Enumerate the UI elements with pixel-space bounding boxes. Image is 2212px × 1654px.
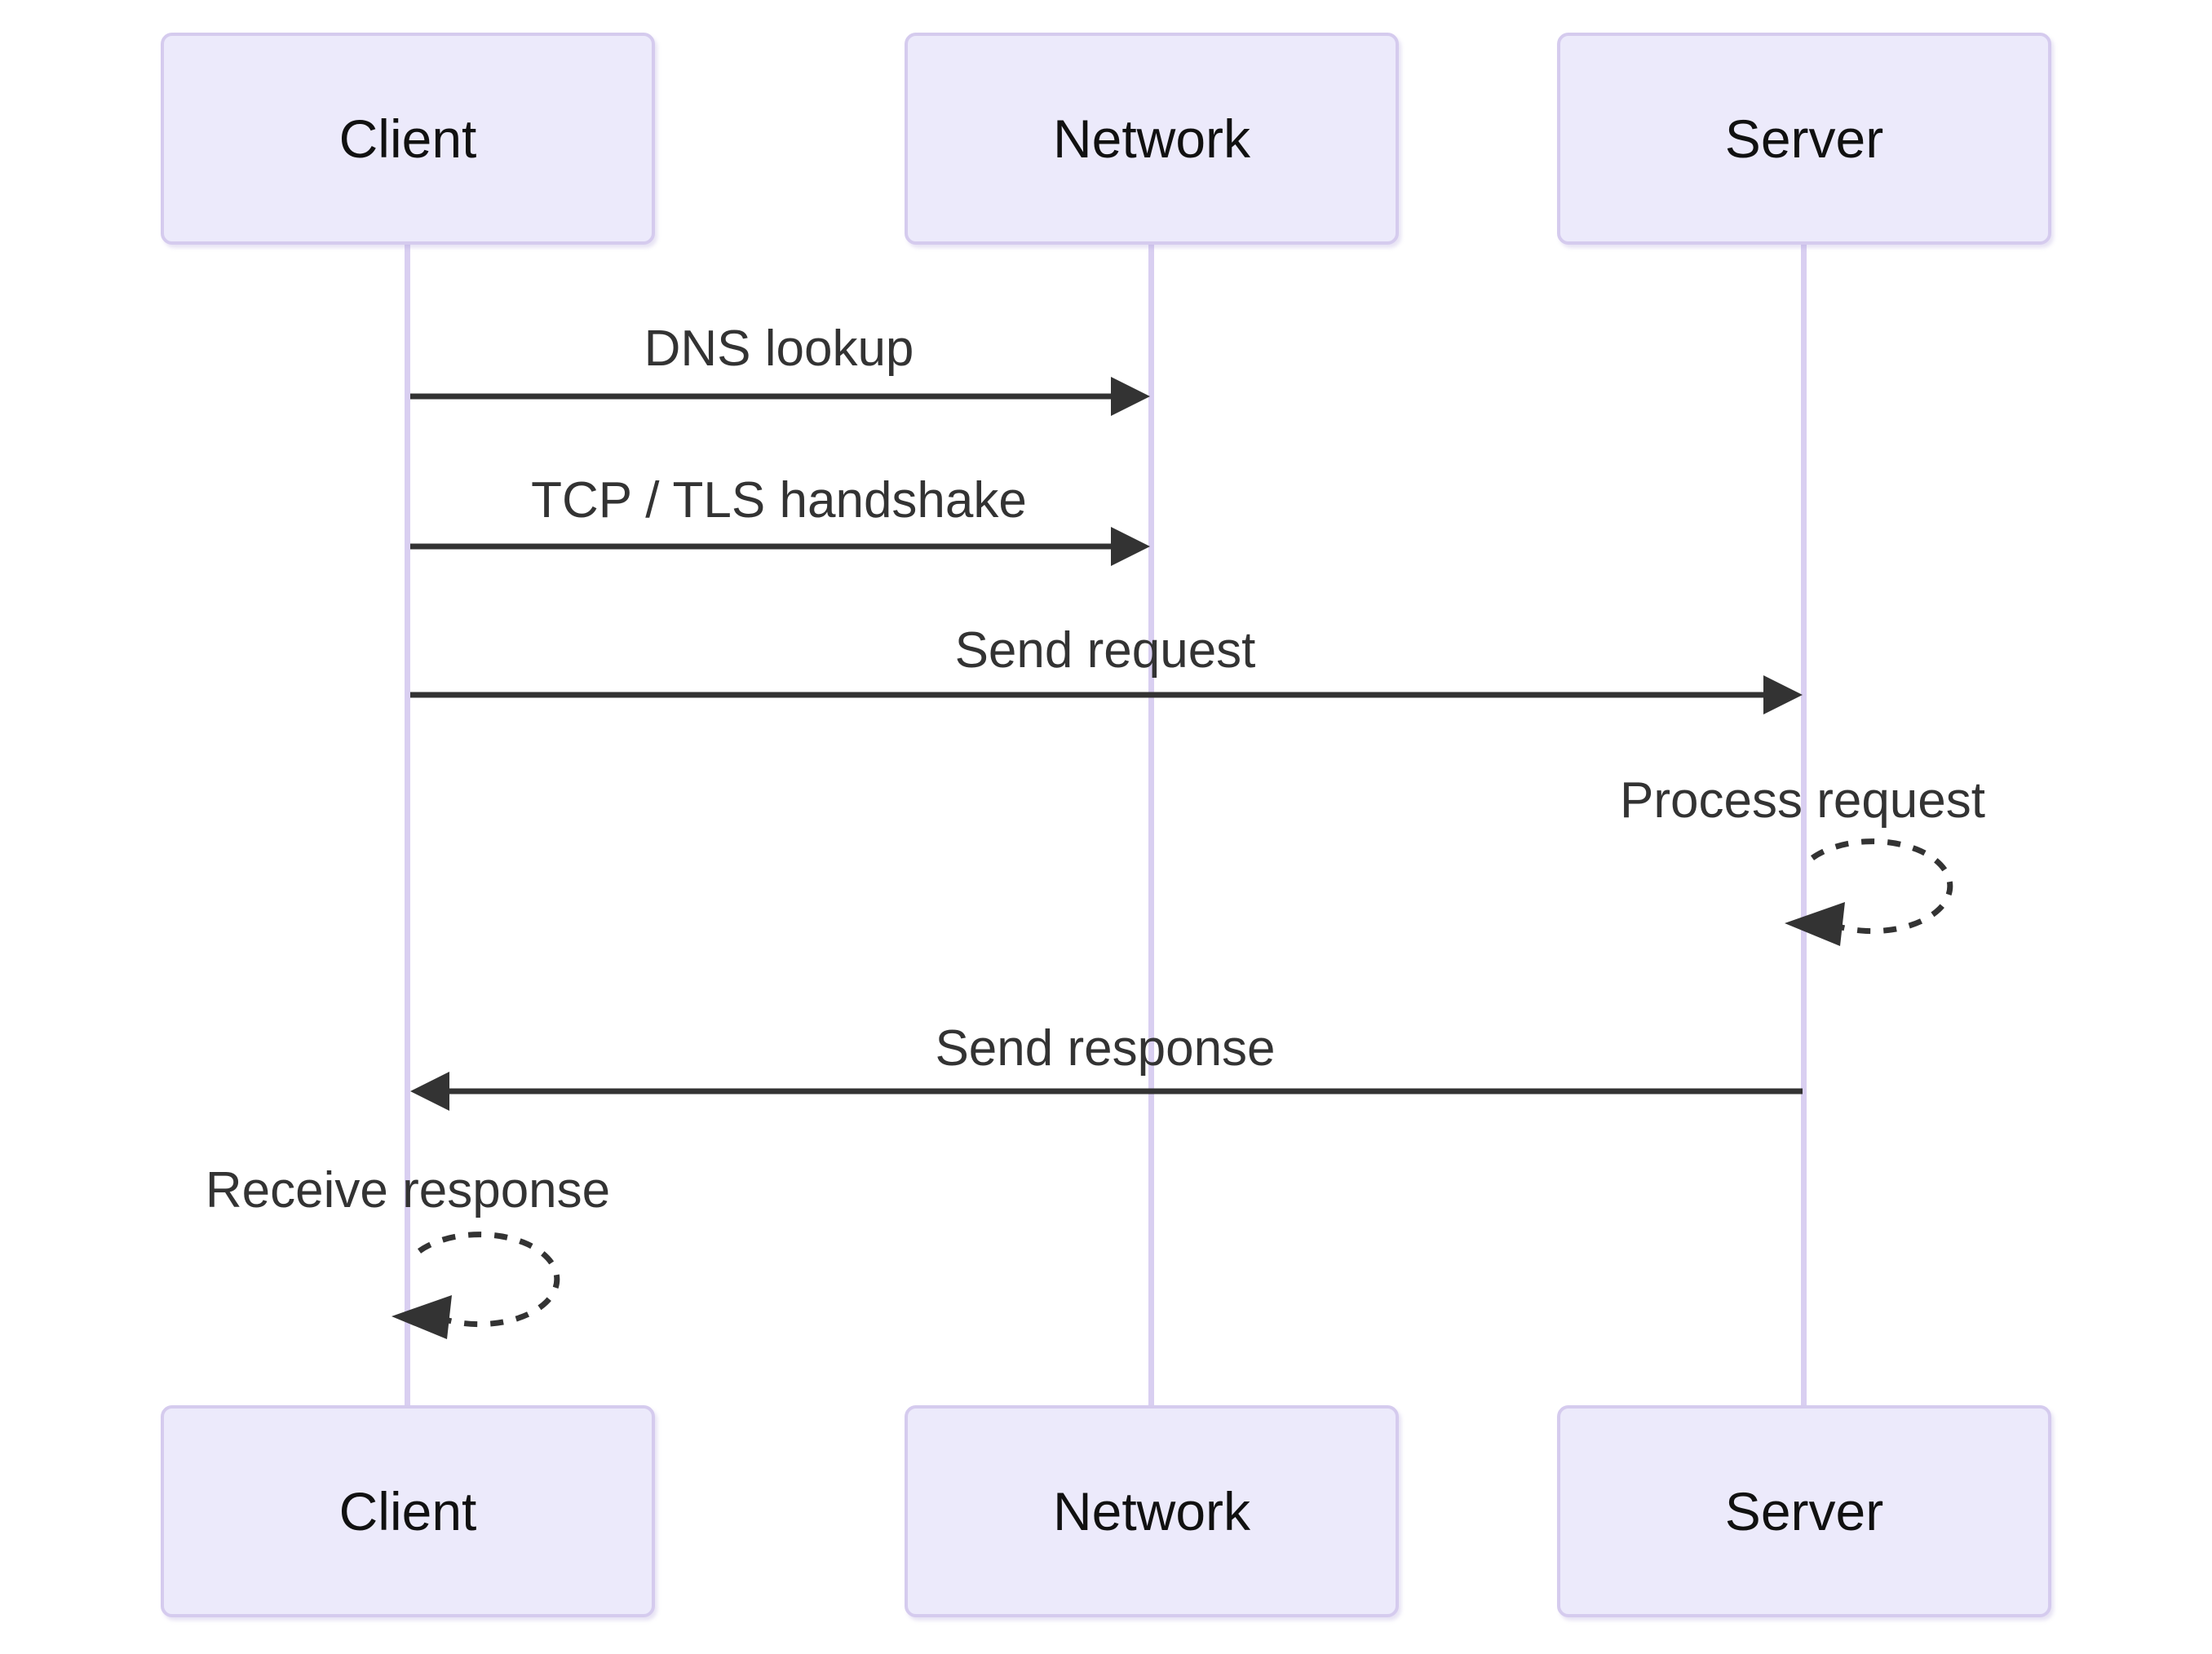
message-label-dns-lookup: DNS lookup <box>644 321 914 377</box>
message-label-process-request: Process request <box>1620 772 1985 829</box>
lifeline-client <box>405 243 410 1408</box>
actor-network-top-label: Network <box>1052 108 1251 169</box>
actor-server-bottom: Server <box>1557 1405 2051 1617</box>
message-label-send-response: Send response <box>935 1020 1276 1077</box>
actor-server-top-label: Server <box>1724 108 1884 169</box>
actor-server-top: Server <box>1557 33 2051 245</box>
self-loop-receive-response <box>417 1232 560 1328</box>
actor-client-bottom-label: Client <box>338 1481 477 1541</box>
message-label-tcp-tls: TCP / TLS handshake <box>531 472 1027 528</box>
actor-server-bottom-label: Server <box>1724 1481 1884 1541</box>
actor-client-top: Client <box>161 33 655 245</box>
actor-network-bottom-label: Network <box>1052 1481 1251 1541</box>
arrow-tcp-tls-head <box>1111 527 1150 566</box>
actor-network-top: Network <box>905 33 1399 245</box>
self-loop-process-request <box>1810 838 1953 935</box>
actor-network-bottom: Network <box>905 1405 1399 1617</box>
actor-client-bottom: Client <box>161 1405 655 1617</box>
message-label-receive-response: Receive response <box>205 1162 611 1218</box>
self-loop-receive-response-head <box>392 1295 452 1339</box>
arrow-send-response-head <box>410 1072 449 1111</box>
lifeline-network <box>1148 243 1154 1408</box>
actor-client-top-label: Client <box>338 108 477 169</box>
message-label-send-request: Send request <box>954 622 1256 679</box>
arrow-dns-lookup-head <box>1111 377 1150 416</box>
lifeline-server <box>1801 243 1807 1408</box>
arrow-send-request-head <box>1763 675 1803 714</box>
self-loop-process-request-head <box>1785 902 1845 946</box>
